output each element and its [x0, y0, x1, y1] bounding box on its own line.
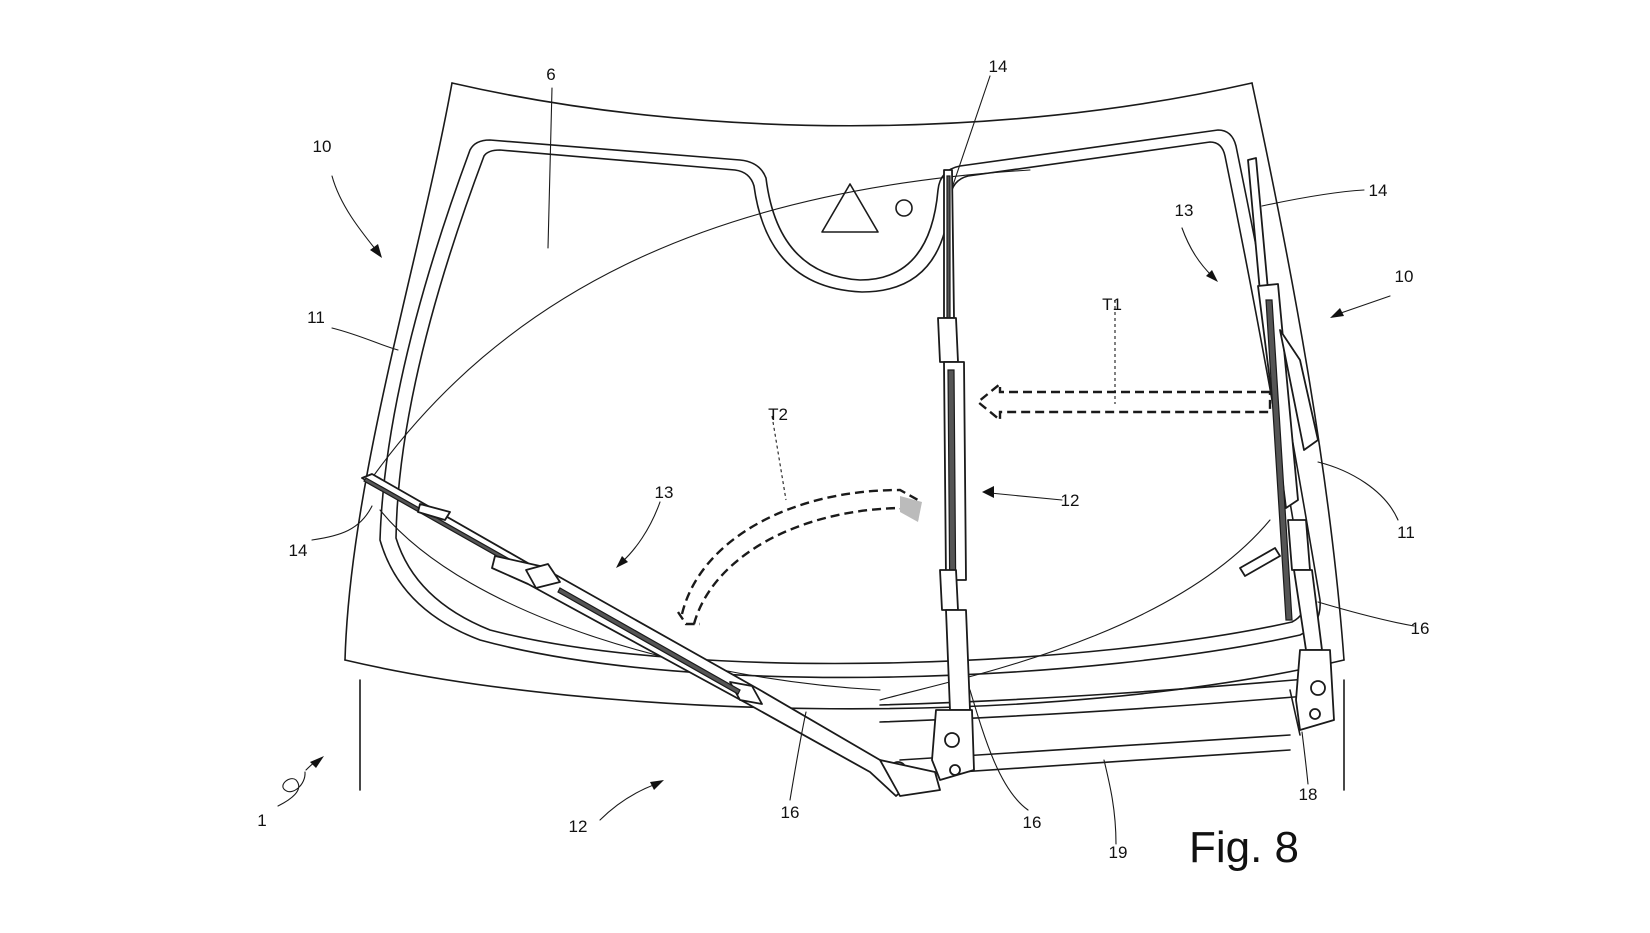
label-1: 1 — [257, 811, 266, 830]
rain-sensor — [895, 199, 913, 217]
movement-t2 — [677, 415, 922, 626]
sensor-triangle — [821, 183, 879, 233]
label-6: 6 — [546, 65, 555, 84]
label-t2: T2 — [768, 405, 788, 424]
right-wiper — [1239, 157, 1335, 731]
left-wiper — [361, 473, 941, 797]
label-14-top: 14 — [989, 57, 1008, 76]
label-14-left: 14 — [289, 541, 308, 560]
label-12-center: 12 — [1061, 491, 1080, 510]
label-18: 18 — [1299, 785, 1318, 804]
label-16-center: 16 — [1023, 813, 1042, 832]
label-11-left: 11 — [307, 308, 325, 327]
label-13-right: 13 — [1175, 201, 1194, 220]
label-10-left: 10 — [313, 137, 332, 156]
label-11-right: 11 — [1397, 523, 1415, 542]
figure-caption: Fig. 8 — [1189, 823, 1299, 872]
label-10-right: 10 — [1395, 267, 1414, 286]
label-13-left: 13 — [655, 483, 674, 502]
leader-lines — [277, 75, 1415, 845]
label-12-bottom: 12 — [569, 817, 588, 836]
center-wiper — [931, 169, 975, 781]
label-16-right: 16 — [1411, 619, 1430, 638]
label-19: 19 — [1109, 843, 1128, 862]
label-14-right: 14 — [1369, 181, 1388, 200]
reference-numerals: 6 10 10 11 11 12 12 13 13 14 14 14 16 16… — [257, 57, 1429, 862]
label-16-left: 16 — [781, 803, 800, 822]
movement-t1 — [976, 300, 1272, 423]
wiped-area-arcs — [371, 169, 1271, 701]
vehicle-body-outline — [344, 82, 1345, 791]
label-t1: T1 — [1102, 295, 1122, 314]
